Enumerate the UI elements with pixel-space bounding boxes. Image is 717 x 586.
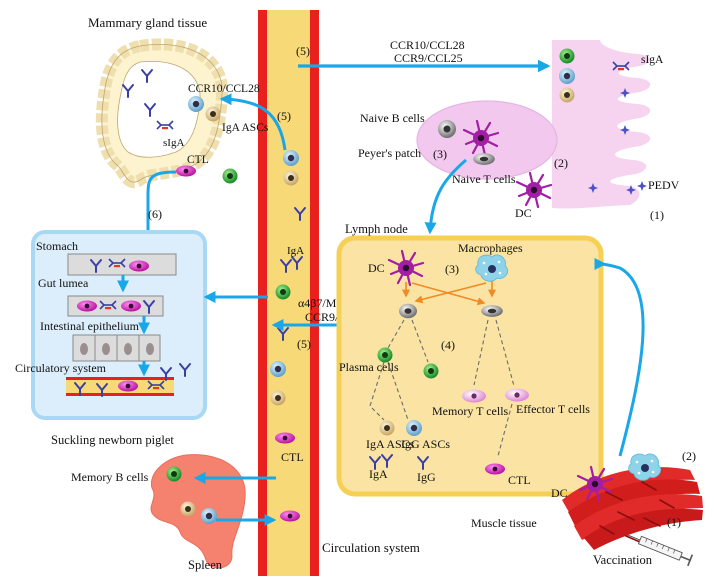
siga-gut-label: sIgA xyxy=(641,54,664,66)
intestinal-epithelium xyxy=(72,334,161,362)
step5-mid-label: (5) xyxy=(297,337,311,351)
ctl-blood-label: CTL xyxy=(281,450,304,464)
step6-label: (6) xyxy=(148,207,162,221)
stomach-label: Stomach xyxy=(36,239,78,253)
piglet-circulatory-vessel xyxy=(66,377,174,397)
step1-muscle-label: (1) xyxy=(667,515,681,529)
step5-mammary-label: (5) xyxy=(277,109,291,123)
ctl-mammary-label: CTL xyxy=(187,154,209,166)
iga-ascs-label: IgA ASCs xyxy=(366,437,415,451)
gut-lumea-label: Gut lumea xyxy=(38,276,89,290)
circulatory-system-label: Circulatory system xyxy=(15,361,107,375)
step3-peyer-label: (3) xyxy=(433,147,447,161)
dc-muscle-label: DC xyxy=(551,486,568,500)
blood-vessel xyxy=(258,10,319,576)
intestinal-epithelium-label: Intestinal epithelium xyxy=(40,319,140,333)
macrophages-label: Macrophages xyxy=(458,241,523,255)
siga-mammary-label: sIgA xyxy=(163,137,184,149)
syringe-icon xyxy=(626,534,694,567)
spleen-label: Spleen xyxy=(188,558,223,572)
muscle-tissue-label: Muscle tissue xyxy=(471,516,537,530)
differentiation-lines xyxy=(369,319,515,457)
iga-blood-label: IgA xyxy=(287,245,304,257)
mammary-gland-title: Mammary gland tissue xyxy=(88,15,207,30)
naive-b-cells-label: Naive B cells xyxy=(360,111,425,125)
dendritic-cell-icon xyxy=(515,171,553,209)
arrow-mammary-to-piglet xyxy=(142,170,177,253)
arrow-muscle-to-lymph xyxy=(594,257,645,457)
lymph-node-label: Lymph node xyxy=(345,222,408,236)
spleen-icon xyxy=(150,454,246,569)
ccr10-ccl28-mammary-label: CCR10/CCL28 xyxy=(188,83,260,95)
arrow-blood-to-mammary xyxy=(219,93,287,151)
plasma-cells-label: Plasma cells xyxy=(339,360,399,374)
naive-t-cells-label: Naive T cells xyxy=(452,172,516,186)
suckling-piglet-panel xyxy=(31,230,207,420)
muscle-fiber-icon xyxy=(562,467,703,550)
circulation-system-label: Circulation system xyxy=(322,540,420,555)
dc-lymph-label: DC xyxy=(368,261,385,275)
pedv-label: PEDV xyxy=(648,178,680,192)
step3-lymph-label: (3) xyxy=(445,262,459,276)
suckling-piglet-label: Suckling newborn piglet xyxy=(51,433,174,447)
memory-b-cells-label: Memory B cells xyxy=(71,470,149,484)
ccr10-ccl28-top-label: CCR10/CCL28 xyxy=(390,38,465,52)
mammary-alveolus-icon xyxy=(95,38,229,189)
lymph-node-panel xyxy=(336,235,604,497)
dc-gut-label: DC xyxy=(515,206,532,220)
antigen-presentation-arrows xyxy=(402,281,496,306)
peyers-patch-label: Peyer's patch xyxy=(358,146,421,160)
iga-label: IgA xyxy=(369,467,388,481)
ctl-lymph-label: CTL xyxy=(508,473,531,487)
igg-label: IgG xyxy=(417,470,436,484)
step5-top-label: (5) xyxy=(296,44,310,58)
memory-t-cells-label: Memory T cells xyxy=(432,404,509,418)
step4-label: (4) xyxy=(441,338,455,352)
ccr9-ccl25-top-label: CCR9/CCL25 xyxy=(394,51,463,65)
step1-gut-label: (1) xyxy=(650,208,664,222)
vaccination-label: Vaccination xyxy=(593,553,653,567)
arrow-peyer-to-lymph xyxy=(424,158,467,235)
effector-t-cells-label: Effector T cells xyxy=(516,402,590,416)
step2-muscle-label: (2) xyxy=(682,449,696,463)
igg-ascs-label: IgG ASCs xyxy=(401,437,450,451)
intestinal-villi-icon xyxy=(552,40,651,209)
step2-gut-label: (2) xyxy=(554,156,568,170)
iga-ascs-mammary-label: IgA ASCs xyxy=(222,122,269,134)
